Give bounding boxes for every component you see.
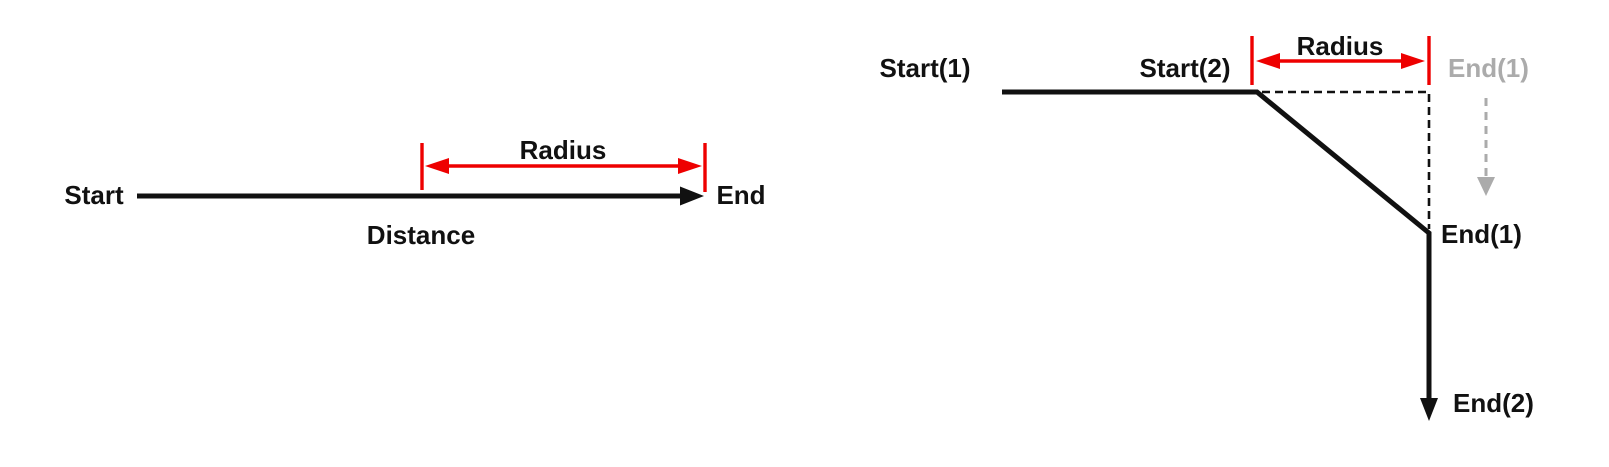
radius-arrowhead-left-icon <box>1256 53 1280 69</box>
distance-label: Distance <box>367 220 475 250</box>
end1-label: End(1) <box>1441 219 1522 249</box>
start1-label: Start(1) <box>879 53 970 83</box>
start-label: Start <box>64 180 124 210</box>
end1-ghost-label: End(1) <box>1448 53 1529 83</box>
radius-label: Radius <box>1297 31 1384 61</box>
ghost-drop-arrowhead-icon <box>1477 177 1495 196</box>
radius-arrowhead-right-icon <box>678 158 702 174</box>
straight-distance-diagram: Start End Distance Radius <box>64 135 765 250</box>
bent-path-line <box>1002 89 1432 403</box>
end2-label: End(2) <box>1453 388 1534 418</box>
distance-arrowhead-icon <box>680 186 704 206</box>
radius-label: Radius <box>520 135 607 165</box>
start2-label: Start(2) <box>1139 53 1230 83</box>
cut-corner-dashed-path <box>1262 90 1431 229</box>
radius-arrowhead-left-icon <box>425 158 449 174</box>
bent-path-diagram: Start(1) Start(2) Radius End(1) End(1) E… <box>879 31 1534 421</box>
radius-arrowhead-right-icon <box>1401 53 1425 69</box>
end-label: End <box>716 180 765 210</box>
bent-path-arrowhead-icon <box>1420 398 1438 421</box>
